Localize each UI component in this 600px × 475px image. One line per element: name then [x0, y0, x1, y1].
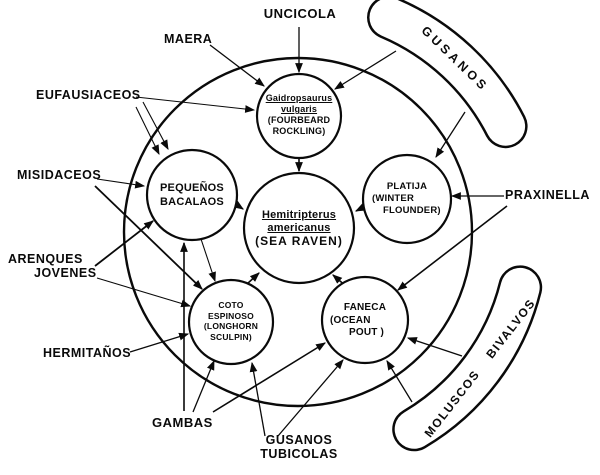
platija-circle — [361, 153, 453, 245]
pequenos-line1: PEQUEÑOS — [160, 182, 224, 194]
edge-arenques_jovenes-to-coto_espinoso — [96, 277, 192, 308]
edge-moluscos_bivalvos-to-faneca — [406, 337, 463, 357]
edge-arenques_jovenes-to-pequenos_bacalaos — [94, 220, 154, 267]
rockling-circle — [255, 72, 343, 160]
edge-praxinella-to-faneca — [397, 205, 508, 291]
sea-raven-genus: Hemitripterus — [261, 209, 337, 221]
edge-eufausiaceos-to-pequenos_bacalaos — [135, 106, 160, 155]
faneca-circle — [320, 275, 410, 365]
label-tubicolas-line1: GUSANOS — [265, 433, 333, 447]
label-arenques-line2: JOVENES — [34, 266, 97, 280]
edge-gambas-to-faneca — [212, 342, 326, 413]
label-gambas: GAMBAS — [152, 415, 213, 430]
label-misidaceos: MISIDACEOS — [17, 168, 102, 182]
coto-line1: COTO — [218, 300, 244, 310]
node-coto-espinoso-label: COTO ESPINOSO (LONGHORN SCULPIN) — [193, 300, 269, 342]
node-faneca-label: FANECA (OCEAN POUT ) — [323, 302, 407, 340]
edge-gusanos-to-rockling — [334, 50, 397, 90]
label-hermitanos: HERMITAÑOS — [43, 346, 132, 360]
edge-maera-to-rockling — [209, 44, 265, 87]
coto-line3: (LONGHORN — [203, 321, 259, 331]
label-arenques-line1: ARENQUES — [8, 252, 83, 266]
label-gusanos-tubicolas: GUSANOS TUBICOLAS — [255, 433, 343, 461]
edge-gusanos_tubicolas-to-coto_espinoso — [249, 361, 266, 437]
rockling-species: vulgaris — [280, 104, 318, 114]
edge-misidaceos-to-pequenos_bacalaos — [96, 178, 146, 189]
edge-eufausiaceos-to-pequenos_bacalaos — [142, 101, 169, 150]
faneca-line3: POUT ) — [349, 327, 385, 338]
edge-pequenos_bacalaos-to-coto_espinoso — [200, 238, 216, 283]
coto-line2: ESPINOSO — [207, 310, 254, 321]
rockling-common-1: (FOURBEARD — [267, 115, 331, 125]
label-eufausiaceos: EUFAUSIACEOS — [36, 88, 141, 102]
sea-raven-species: americanus — [267, 222, 331, 234]
moluscos-band-inner — [394, 267, 540, 449]
gusanos-band-inner — [369, 0, 526, 146]
label-uncicola: UNCICOLA — [263, 6, 337, 21]
edge-moluscos_bivalvos-to-faneca — [386, 360, 413, 403]
node-rockling-label: Gaidropsaurus vulgaris (FOURBEARD ROCKLI… — [254, 93, 344, 137]
edge-gusanos_tubicolas-to-faneca — [277, 359, 344, 437]
pequenos-line2: BACALAOS — [160, 196, 224, 208]
faneca-line1: FANECA — [343, 302, 387, 313]
node-pequenos-bacalaos-label: PEQUEÑOS BACALAOS — [147, 181, 237, 209]
platija-line1: PLATIJA — [386, 181, 428, 192]
rockling-genus: Gaidropsaurus — [265, 93, 333, 103]
node-platija-label: PLATIJA (WINTER FLOUNDER) — [367, 181, 447, 217]
coto-espinoso-circle — [187, 278, 275, 366]
faneca-line2: (OCEAN — [330, 314, 371, 326]
edge-hermitanos-to-coto_espinoso — [129, 332, 190, 353]
rockling-common-2: ROCKLING) — [272, 126, 326, 136]
coto-line4: SCULPIN) — [210, 331, 252, 342]
platija-line3: FLOUNDER) — [383, 205, 441, 216]
edge-coto_espinoso-to-sea_raven — [246, 272, 260, 285]
edge-eufausiaceos-to-rockling — [135, 96, 256, 113]
label-arenques-jovenes: ARENQUES JOVENES — [8, 252, 97, 280]
pequenos-bacalaos-circle — [145, 148, 239, 242]
sea-raven-circle — [242, 171, 356, 285]
platija-line2: (WINTER — [372, 193, 415, 204]
node-sea-raven-label: Hemitripterus americanus (SEA RAVEN) — [244, 209, 354, 248]
edge-gambas-to-coto_espinoso — [192, 359, 215, 413]
label-praxinella: PRAXINELLA — [505, 188, 590, 202]
label-maera: MAERA — [164, 32, 213, 46]
sea-raven-common: (SEA RAVEN) — [255, 234, 343, 248]
label-tubicolas-line2: TUBICOLAS — [260, 447, 338, 461]
edge-gusanos-to-platija — [435, 111, 466, 158]
